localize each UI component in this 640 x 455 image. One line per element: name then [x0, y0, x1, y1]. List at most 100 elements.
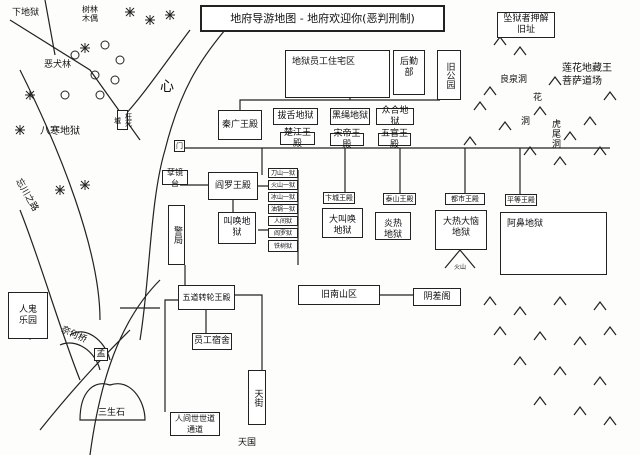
- small-hell[interactable]: 火山一狱: [268, 180, 298, 190]
- mountain-icon: [603, 326, 617, 336]
- mountain-icon: [583, 116, 597, 126]
- bodhisattva-site[interactable]: 莲花地藏王菩萨道场: [562, 62, 612, 88]
- snowflake-icon: [165, 10, 175, 20]
- snowflake-icon: [15, 125, 25, 135]
- police-station[interactable]: 警局: [168, 205, 185, 265]
- tree-icon: [100, 40, 110, 50]
- bashe-hell[interactable]: 拔舌地狱: [273, 108, 318, 125]
- river-bank: [139, 29, 226, 341]
- abi-hell[interactable]: 阿鼻地狱: [500, 212, 607, 275]
- mountain-icon: [563, 131, 577, 141]
- mountain-icon: [593, 301, 607, 311]
- connector: [180, 170, 299, 265]
- mountain-icon: [493, 36, 507, 46]
- forest-label-2: 木偶: [82, 14, 98, 23]
- small-hell[interactable]: 人间狱: [268, 216, 298, 226]
- taishan-palace[interactable]: 泰山王殿: [383, 193, 416, 205]
- logistics-dept[interactable]: 后勤部: [393, 50, 425, 95]
- small-hell[interactable]: 阎罗狱: [268, 228, 298, 238]
- chujiang-palace[interactable]: 楚江王殿: [280, 128, 315, 149]
- river-bank: [39, 329, 131, 431]
- mountain-icon: [573, 336, 587, 346]
- evil-dog-forest: 恶犬林: [44, 60, 72, 70]
- songdi-palace[interactable]: 宋帝王殿: [330, 129, 364, 150]
- map-title: 地府导游地图 - 地府欢迎你(恶判刑制): [200, 5, 445, 32]
- ghost-park-label: 人鬼: [18, 304, 37, 315]
- cave-huwei: 虎尾洞: [552, 120, 561, 150]
- mountain-icon: [553, 156, 567, 166]
- wuguan-palace[interactable]: 五官王殿: [378, 129, 411, 150]
- heaven-street[interactable]: 天街: [248, 370, 266, 425]
- staff-housing[interactable]: 地狱员工住宅区: [285, 50, 390, 98]
- dushi-palace[interactable]: 都市王殿: [445, 193, 485, 205]
- pingdeng-palace[interactable]: 平等王殿: [505, 194, 537, 206]
- da-jiaohuan-hell[interactable]: 大叫唤地狱: [322, 208, 363, 238]
- mountain-icon: [603, 416, 617, 426]
- mountain-icon: [513, 46, 527, 56]
- bridge: [59, 331, 111, 371]
- mengpo-stand[interactable]: 孟: [94, 348, 108, 361]
- path-line: [44, 0, 56, 56]
- small-hell[interactable]: 刀山一狱: [268, 168, 298, 178]
- connector: [120, 265, 263, 412]
- volcano-label: 火山: [454, 264, 467, 271]
- connector: [175, 98, 610, 194]
- cave-liangquan: 良泉洞: [500, 75, 528, 85]
- river-bank: [89, 279, 161, 455]
- small-hell[interactable]: 冰山一狱: [268, 192, 298, 202]
- mountain-icon: [593, 376, 607, 386]
- small-hell[interactable]: 油锅一狱: [268, 204, 298, 214]
- old-south-district[interactable]: 旧南山区: [298, 285, 380, 305]
- jiaohuan-hell[interactable]: 叫唤地狱: [218, 212, 256, 244]
- gate[interactable]: 门: [174, 140, 185, 152]
- ghost-park[interactable]: 人鬼乐园: [8, 292, 48, 339]
- biancheng-palace[interactable]: 卞城王殿: [323, 192, 355, 204]
- rebirth-passage[interactable]: 人间世世道通道: [170, 412, 220, 436]
- tree-icon: [95, 90, 105, 100]
- mountain-icon: [463, 136, 477, 146]
- volcano: [444, 249, 476, 269]
- river-bank: [19, 69, 101, 321]
- wangsi-city[interactable]: 枉死城: [114, 110, 133, 130]
- zhonghe-hell[interactable]: 众合地狱: [376, 106, 414, 127]
- mountain-icon: [493, 326, 507, 336]
- to-hell-label: 下地狱: [12, 8, 40, 18]
- heisheng-hell[interactable]: 黑绳地狱: [330, 108, 370, 125]
- pavilion[interactable]: 阴差阁: [413, 288, 461, 306]
- qinguang-palace[interactable]: 秦广王殿: [218, 110, 262, 140]
- yanluo-palace[interactable]: 阎罗王殿: [208, 172, 258, 200]
- eight-cold-hell: 八寒地狱: [40, 126, 80, 137]
- mountain-icon: [548, 76, 562, 86]
- snowflake-icon: [145, 15, 155, 25]
- darenao-hell[interactable]: 大热大恼地狱: [435, 210, 487, 250]
- niejing-terrace[interactable]: 孽镜台: [162, 168, 188, 188]
- snowflake-icon: [80, 180, 90, 190]
- snowflake-icon: [125, 7, 135, 17]
- mountain-icon: [533, 331, 547, 341]
- mountain-icon: [573, 406, 587, 416]
- zhuanlun-palace[interactable]: 五道转轮王殿: [178, 285, 235, 310]
- escort-sub: 旧址: [516, 25, 535, 35]
- forest-label-1: 树林: [82, 5, 98, 14]
- mountain-icon: [603, 91, 617, 101]
- cave-huwei-3: 洞: [552, 140, 562, 150]
- tree-icon: [90, 70, 100, 80]
- mountain-icon: [553, 296, 567, 306]
- snowflake-icon: [80, 43, 90, 53]
- mountain-icon: [483, 86, 497, 96]
- small-hells-list: 刀山一狱 火山一狱 冰山一狱 油锅一狱 人间狱 阎罗狱 铁树狱: [268, 168, 298, 252]
- heaven-label[interactable]: 天国: [238, 438, 257, 448]
- sansheng-stone[interactable]: 三生石: [98, 408, 126, 418]
- tree-icon: [115, 55, 125, 65]
- tree-icon: [70, 50, 80, 60]
- cave-huwei-1: 虎: [552, 120, 562, 130]
- mountain-icon: [483, 296, 497, 306]
- staff-dorm[interactable]: 员工宿舍: [192, 333, 232, 350]
- mountain-icon: [553, 366, 567, 376]
- bodhisattva-line1: 莲花地藏王: [562, 63, 612, 74]
- small-hell[interactable]: 铁树狱: [268, 240, 298, 252]
- river-bank: [19, 209, 81, 381]
- escort-station[interactable]: 坠狱者押解旧址: [497, 12, 555, 38]
- yanre-hell[interactable]: 炎热地狱: [375, 212, 411, 240]
- old-park[interactable]: 旧公园: [437, 50, 461, 100]
